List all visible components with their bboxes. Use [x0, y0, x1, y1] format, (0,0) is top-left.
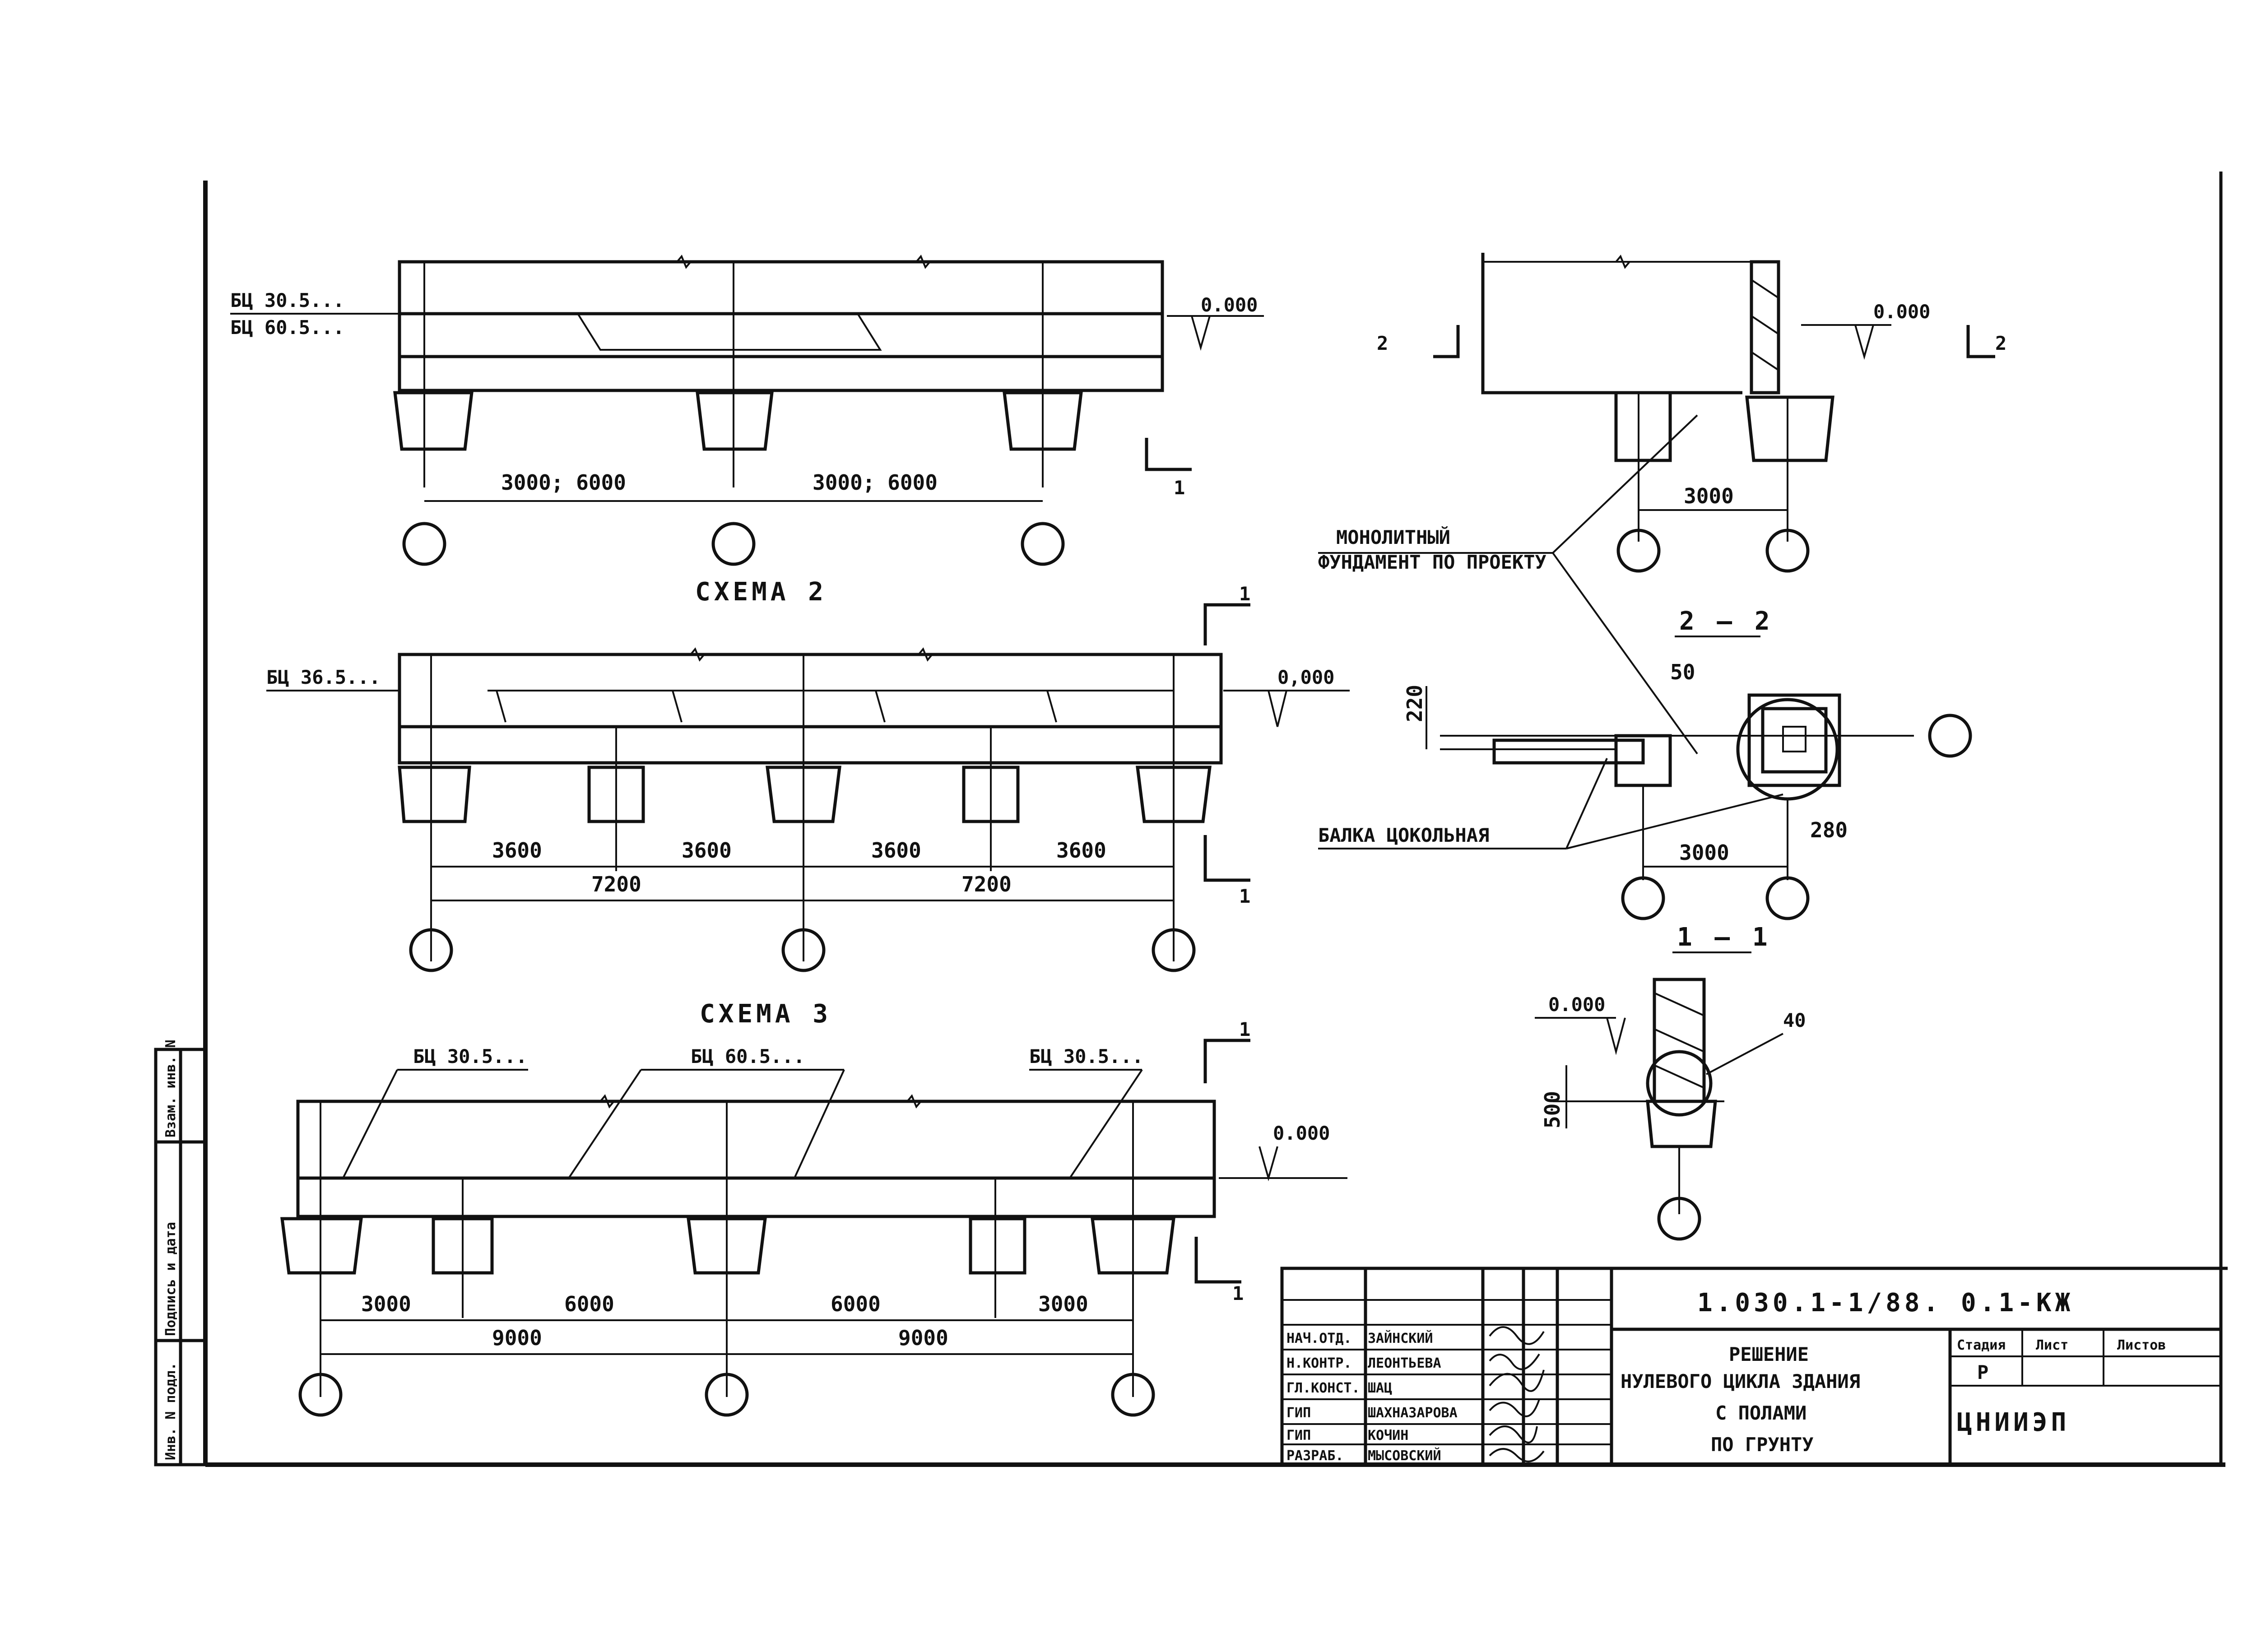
section22-dim-50: 50 — [1670, 660, 1695, 684]
section11-dim-500: 500 — [1540, 1091, 1565, 1128]
schema1-label-top: БЦ 30.5... — [230, 289, 344, 311]
title-line-2: НУЛЕВОГО ЦИКЛА ЗДАНИЯ — [1621, 1370, 1860, 1392]
schema3-dim-small-1: 3000 — [361, 1292, 411, 1316]
name-4: ШАХНАЗАРОВА — [1368, 1405, 1458, 1421]
schema1-dim-2: 3000; 6000 — [813, 470, 938, 495]
signature-scribbles — [1489, 1326, 1545, 1462]
callout-foundation-line2: ФУНДАМЕНТ ПО ПРОЕКТУ — [1318, 551, 1546, 573]
schema-3: СХЕМА 3 БЦ 30.5... БЦ 60.5... БЦ 30.5...… — [280, 999, 1347, 1417]
role-2: Н.КОНТР. — [1286, 1355, 1352, 1371]
schema3-section-mark-top: 1 — [1239, 1018, 1250, 1040]
section22-dim-220: 220 — [1402, 685, 1427, 722]
section11-title: 1 – 1 — [1677, 923, 1771, 952]
schema1-level: 0.000 — [1201, 294, 1258, 316]
schema3-section-mark-bottom: 1 — [1232, 1282, 1244, 1304]
role-1: НАЧ.ОТД. — [1286, 1331, 1352, 1346]
sheet-header: Лист — [2036, 1337, 2068, 1353]
detail-top-dim: 3000 — [1684, 484, 1734, 508]
role-4: ГИП — [1286, 1405, 1311, 1421]
schema-1: БЦ 30.5... БЦ 60.5... 0.000 3000; 6000 3… — [230, 255, 1264, 566]
schema3-level: 0.000 — [1273, 1122, 1330, 1144]
schema3-label-2: БЦ 60.5... — [691, 1045, 805, 1067]
detail-top: 3000 0.000 2 2 — [1377, 253, 2006, 573]
title-block: НАЧ.ОТД. ЗАЙНСКИЙ Н.КОНТР. ЛЕОНТЬЕВА ГЛ.… — [1280, 1267, 2223, 1466]
schema2-dim-small-4: 3600 — [1056, 838, 1106, 863]
stamp-replace-label: Взам. инв. N — [163, 1039, 179, 1137]
detail-top-level: 0.000 — [1873, 301, 1930, 323]
schema2-dim-small-3: 3600 — [871, 838, 921, 863]
role-6: РАЗРАБ. — [1286, 1448, 1343, 1464]
title-line-4: ПО ГРУНТУ — [1711, 1434, 1814, 1456]
role-5: ГИП — [1286, 1428, 1311, 1443]
callout-foundation-line1: МОНОЛИТНЫЙ — [1336, 526, 1450, 548]
name-5: КОЧИН — [1368, 1428, 1408, 1443]
org-name: ЦНИИЭП — [1957, 1408, 2070, 1437]
schema3-title: СХЕМА 3 — [700, 999, 831, 1029]
schema3-label-1: БЦ 30.5... — [413, 1045, 527, 1067]
section22-dim-280: 280 — [1810, 818, 1848, 842]
schema2-section-mark-top: 1 — [1239, 583, 1250, 605]
schema2-level: 0,000 — [1277, 666, 1334, 688]
name-1: ЗАЙНСКИЙ — [1368, 1330, 1433, 1346]
section11-level: 0.000 — [1548, 993, 1605, 1016]
schema2-dim-large-1: 7200 — [591, 872, 641, 896]
schema3-dim-small-3: 6000 — [831, 1292, 881, 1316]
role-3: ГЛ.КОНСТ. — [1286, 1380, 1360, 1396]
stage-header: Стадия — [1957, 1337, 2006, 1353]
stamp-inv-label: Инв. N подл. — [163, 1362, 179, 1460]
sheets-header: Листов — [2117, 1337, 2166, 1353]
title-line-3: С ПОЛАМИ — [1715, 1402, 1807, 1424]
name-3: ШАЦ — [1368, 1380, 1392, 1396]
section11-dim-40: 40 — [1783, 1009, 1806, 1031]
schema2-label: БЦ 36.5... — [266, 666, 381, 688]
schema1-label-bottom: БЦ 60.5... — [230, 316, 344, 339]
schema1-dim-1: 3000; 6000 — [501, 470, 626, 495]
callout-beam: БАЛКА ЦОКОЛЬНАЯ — [1318, 824, 1489, 846]
schema2-dim-large-2: 7200 — [961, 872, 1012, 896]
section-2-2: 2 – 2 220 50 280 3000 — [1402, 607, 1972, 920]
side-stamp: Инв. N подл. Подпись и дата Взам. инв. N — [154, 1039, 207, 1466]
name-6: МЫСОВСКИЙ — [1368, 1448, 1441, 1464]
section22-dim: 3000 — [1679, 840, 1729, 865]
schema1-section-mark: 1 — [1174, 477, 1185, 499]
section-1-1: 1 – 1 0.000 40 500 — [1535, 923, 1806, 1241]
name-2: ЛЕОНТЬЕВА — [1368, 1355, 1441, 1371]
schema3-dim-small-2: 6000 — [564, 1292, 614, 1316]
doc-code: 1.030.1-1/88. 0.1-КЖ — [1697, 1288, 2074, 1318]
stage-value: Р — [1977, 1361, 1988, 1383]
schema3-dim-large-2: 9000 — [898, 1326, 948, 1350]
section22-title: 2 – 2 — [1679, 607, 1774, 636]
schema2-title: СХЕМА 2 — [695, 577, 827, 607]
title-line-1: РЕШЕНИЕ — [1729, 1343, 1809, 1365]
detail-top-mark-left: 2 — [1377, 332, 1388, 354]
schema2-dim-small-2: 3600 — [682, 838, 732, 863]
sheet-frame — [203, 172, 2228, 1467]
callouts: МОНОЛИТНЫЙ ФУНДАМЕНТ ПО ПРОЕКТУ БАЛКА ЦО… — [1318, 414, 1783, 849]
schema3-dim-small-4: 3000 — [1038, 1292, 1088, 1316]
schema3-label-3: БЦ 30.5... — [1029, 1045, 1143, 1067]
schema3-dim-large-1: 9000 — [492, 1326, 542, 1350]
schema2-section-mark-bottom: 1 — [1239, 885, 1250, 907]
stamp-sign-label: Подпись и дата — [163, 1222, 179, 1336]
schema-2: СХЕМА 2 БЦ 36.5... 0,000 3600 3600 3600 … — [266, 577, 1350, 972]
detail-top-mark-right: 2 — [1995, 332, 2006, 354]
schema2-dim-small-1: 3600 — [492, 838, 542, 863]
